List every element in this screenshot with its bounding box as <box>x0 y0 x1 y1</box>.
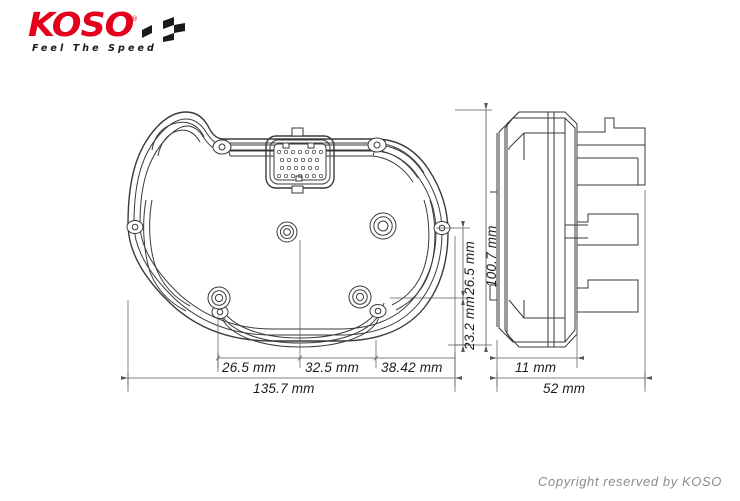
dimension-lines <box>120 102 653 392</box>
bracket-arm-left <box>143 199 191 312</box>
registered-trademark-icon: ® <box>131 15 138 23</box>
dim-26-5-v: 26.5 mm <box>462 241 477 295</box>
dim-26-5: 26.5 mm <box>222 360 276 375</box>
mount-boss-upper-right <box>369 212 397 240</box>
side-view <box>489 111 646 348</box>
dim-135-7: 135.7 mm <box>253 381 315 396</box>
mount-boss-upper-left <box>276 221 298 243</box>
dim-38-42: 38.42 mm <box>381 360 443 375</box>
rear-view <box>126 111 451 348</box>
logo-tagline: Feel The Speed <box>32 43 157 54</box>
bracket-eyelet-top-right <box>367 137 387 153</box>
mount-boss-lower-right <box>348 285 372 309</box>
housing-arch-detail <box>151 121 205 157</box>
dim-52: 52 mm <box>543 381 586 396</box>
multi-pin-connector <box>265 127 335 194</box>
checkered-flag-icon <box>142 17 185 42</box>
bracket-arm-right <box>391 199 436 311</box>
bracket-eyelet-bottom-right <box>369 304 387 318</box>
bracket-eyelet-top-center <box>212 139 232 155</box>
dim-11: 11 mm <box>515 360 557 375</box>
housing-outline <box>127 111 449 342</box>
dim-23-2: 23.2 mm <box>462 296 477 350</box>
dim-100-7: 100.7 mm <box>484 225 499 287</box>
copyright-notice: Copyright reserved by KOSO <box>538 474 722 489</box>
logo-wordmark: KOSO <box>28 5 134 44</box>
bracket-eyelet-left <box>126 220 144 234</box>
dim-32-5: 32.5 mm <box>305 360 359 375</box>
koso-logo: KOSO ® Feel The Speed <box>28 8 208 58</box>
mount-boss-lower-left <box>207 286 231 310</box>
